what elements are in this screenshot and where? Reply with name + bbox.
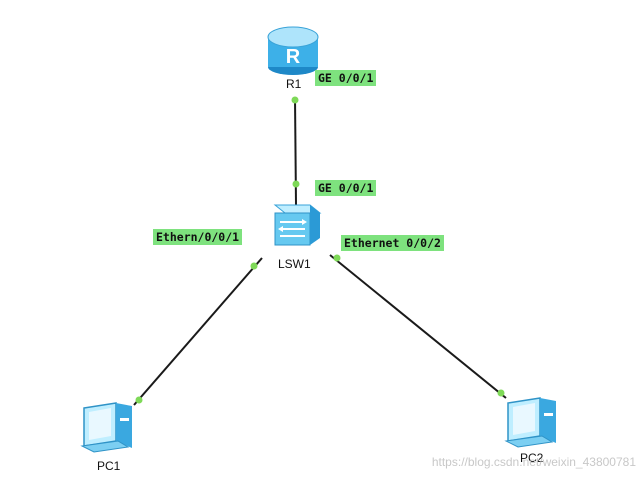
pc1-icon[interactable] bbox=[80, 402, 132, 453]
pc2-icon[interactable] bbox=[504, 397, 556, 448]
port-label-r1-ge: GE 0/0/1 bbox=[315, 70, 377, 86]
port-dot-lsw1-pc2 bbox=[333, 254, 341, 262]
watermark: https://blog.csdn.net/weixin_43800781 bbox=[431, 455, 636, 469]
link-r1-lsw1 bbox=[294, 96, 297, 206]
link-lsw1-pc2 bbox=[329, 254, 507, 399]
switch-label: LSW1 bbox=[278, 257, 311, 271]
port-dot-lsw1-up bbox=[292, 180, 300, 188]
port-dot-pc2 bbox=[497, 389, 505, 397]
port-dot-pc1 bbox=[135, 396, 143, 404]
pc2-label: PC2 bbox=[520, 451, 544, 465]
router-label: R1 bbox=[286, 77, 302, 91]
port-label-lsw1-eth1: Ethern/0/0/1 bbox=[153, 229, 243, 245]
pc1-label: PC1 bbox=[97, 459, 121, 473]
router-icon[interactable]: R bbox=[267, 26, 319, 75]
link-lsw1-pc1 bbox=[133, 257, 263, 406]
svg-text:R: R bbox=[286, 46, 301, 68]
port-dot-r1 bbox=[291, 96, 299, 104]
port-dot-lsw1-pc1 bbox=[250, 262, 258, 270]
port-label-lsw1-eth2: Ethernet 0/0/2 bbox=[341, 235, 444, 251]
switch-icon[interactable] bbox=[273, 204, 322, 246]
port-label-lsw1-ge: GE 0/0/1 bbox=[315, 180, 377, 196]
